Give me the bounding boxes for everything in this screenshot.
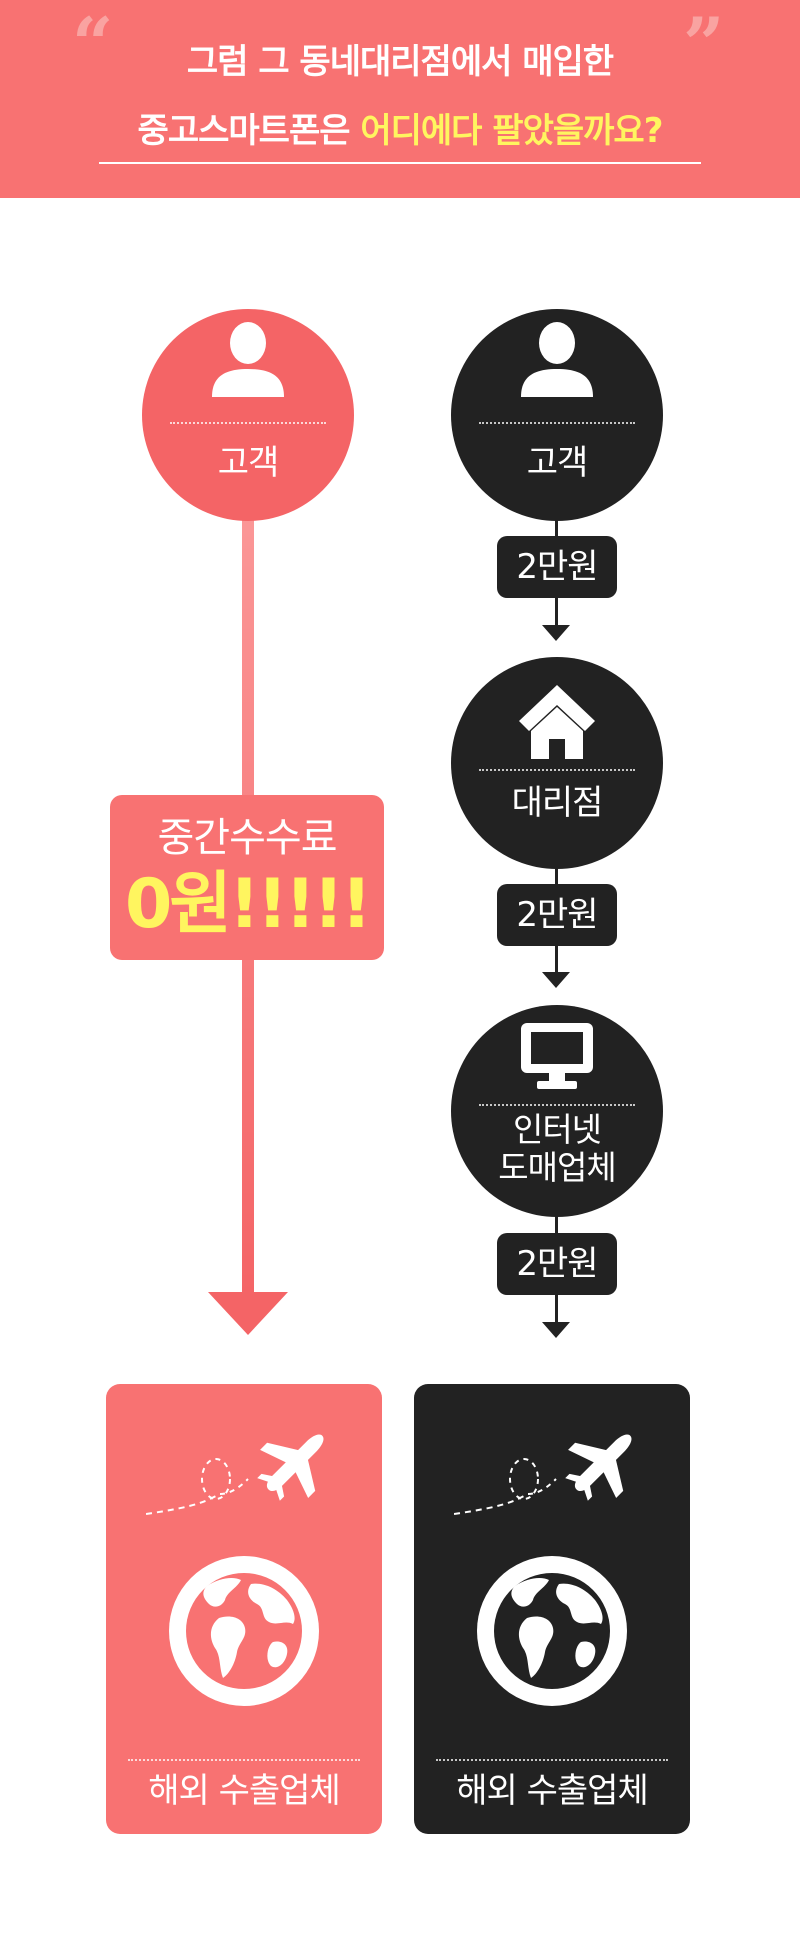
arrow-down-icon (542, 625, 570, 641)
arrow-down-icon (542, 1322, 570, 1338)
globe-icon (169, 1556, 319, 1710)
monitor-icon (451, 1005, 663, 1091)
agency-destination-card: 해외 수출업체 (414, 1384, 690, 1834)
node-divider (479, 769, 635, 771)
fee-label: 중간수수료 (157, 815, 338, 861)
agency-label: 대리점 (511, 783, 604, 823)
fee-value: 0원!!!!! (125, 865, 372, 944)
header-banner: “ ” 그럼 그 동네대리점에서 매입한 중고스마트폰은 어디에다 팔았을까요? (0, 0, 800, 198)
house-icon (451, 657, 663, 761)
wholesaler-label-line1: 인터넷 (512, 1110, 602, 1149)
direct-customer-label: 고객 (217, 443, 280, 483)
globe-icon (477, 1556, 627, 1710)
person-icon (451, 309, 663, 399)
airplane-icon (145, 1424, 346, 1534)
agency-node: 대리점 (451, 657, 663, 869)
node-divider (479, 1104, 635, 1106)
header-line-2-plain: 중고스마트폰은 (137, 111, 361, 151)
fee-pill: 2만원 (497, 1233, 617, 1295)
header-line-2: 중고스마트폰은 어디에다 팔았을까요? (0, 107, 800, 155)
node-divider (170, 422, 326, 424)
fee-pill: 2만원 (497, 536, 617, 598)
fee-pill: 2만원 (497, 884, 617, 946)
direct-customer-node: 고객 (142, 309, 354, 521)
open-quote-icon: “ (72, 1, 114, 86)
card-divider (128, 1759, 360, 1761)
node-divider (479, 422, 635, 424)
direct-destination-card: 해외 수출업체 (106, 1384, 382, 1834)
direct-destination-label: 해외 수출업체 (148, 1771, 341, 1811)
person-icon (142, 309, 354, 399)
card-divider (436, 1759, 668, 1761)
header-underline (99, 162, 701, 164)
agency-customer-label: 고객 (526, 443, 589, 483)
wholesaler-label: 인터넷 도매업체 (451, 1111, 663, 1187)
airplane-icon (453, 1424, 654, 1534)
fee-badge: 중간수수료 0원!!!!! (110, 795, 384, 960)
wholesaler-label-line2: 도매업체 (498, 1148, 616, 1187)
agency-destination-label: 해외 수출업체 (456, 1771, 649, 1811)
direct-arrow-head (208, 1292, 288, 1335)
arrow-down-icon (542, 972, 570, 988)
close-quote-icon: ” (683, 1, 725, 86)
wholesaler-node: 인터넷 도매업체 (451, 1005, 663, 1217)
header-line-1: 그럼 그 동네대리점에서 매입한 (186, 42, 614, 82)
agency-customer-node: 고객 (451, 309, 663, 521)
header-line-2-highlight: 어디에다 팔았을까요? (360, 111, 663, 151)
